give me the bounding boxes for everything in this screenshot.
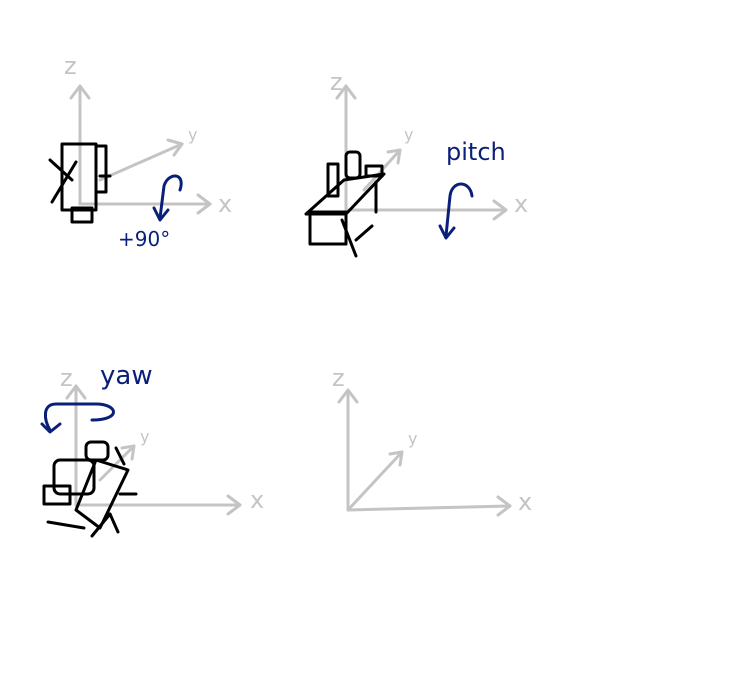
x-axis-label: x bbox=[514, 190, 528, 218]
object-block bbox=[42, 484, 72, 506]
arrowhead-icon bbox=[40, 422, 62, 434]
x-axis-label: x bbox=[218, 190, 232, 218]
object-edge bbox=[90, 512, 112, 538]
x-axis-arrowhead bbox=[226, 494, 242, 516]
y-axis-label: y bbox=[188, 125, 197, 144]
y-axis-arrowhead bbox=[120, 444, 136, 461]
object-edge bbox=[50, 160, 78, 204]
object-flange bbox=[94, 144, 108, 194]
y-axis-arrowhead bbox=[388, 450, 404, 467]
y-axis-label: y bbox=[408, 429, 417, 448]
rotation-label: yaw bbox=[100, 361, 153, 391]
z-axis-arrowhead bbox=[337, 388, 359, 404]
y-axis-arrowhead bbox=[386, 148, 402, 165]
panel-1: z y x +90° bbox=[48, 52, 232, 251]
x-axis-arrowhead bbox=[496, 495, 512, 517]
y-axis-label: y bbox=[140, 427, 149, 446]
object-fin bbox=[364, 164, 384, 178]
rotation-label: pitch bbox=[446, 138, 506, 166]
pitch-arrow bbox=[438, 182, 474, 240]
rotated-object-sketch bbox=[48, 142, 112, 224]
object-edge bbox=[108, 512, 120, 534]
object-edge bbox=[114, 446, 126, 466]
curved-arrow-icon bbox=[444, 182, 474, 238]
z-axis-arrowhead bbox=[65, 384, 87, 400]
object-foot bbox=[70, 206, 94, 224]
object-base bbox=[308, 210, 348, 246]
curved-arrow-icon bbox=[44, 402, 115, 432]
object-fin bbox=[344, 150, 362, 180]
curved-arrow-icon bbox=[158, 174, 183, 220]
panel-1-axes: z y x bbox=[64, 52, 232, 218]
object-edge bbox=[340, 218, 358, 258]
object-top bbox=[304, 172, 386, 216]
object-fin bbox=[326, 162, 340, 198]
rotation-label: +90° bbox=[118, 227, 170, 251]
arrowhead-icon bbox=[438, 224, 456, 240]
pitched-object-sketch bbox=[304, 150, 386, 258]
z-axis-label: z bbox=[330, 68, 343, 96]
z-axis-label: z bbox=[332, 364, 345, 392]
object-block bbox=[52, 458, 96, 496]
x-axis-arrowhead bbox=[492, 199, 508, 221]
y-axis bbox=[346, 450, 404, 512]
x-axis bbox=[346, 504, 512, 512]
y-axis-arrowhead bbox=[166, 138, 184, 157]
object-edge bbox=[354, 224, 374, 242]
x-axis-arrowhead bbox=[196, 193, 212, 215]
yaw-arrow bbox=[40, 402, 115, 434]
panel-3: z y x yaw bbox=[40, 361, 264, 538]
x-axis-label: x bbox=[518, 488, 532, 516]
yawed-object-sketch bbox=[42, 440, 138, 538]
y-axis-label: y bbox=[404, 125, 413, 144]
x-axis-label: x bbox=[250, 486, 264, 514]
panel-4-axes: z y x bbox=[332, 364, 532, 517]
object-block bbox=[84, 440, 110, 462]
object-edge bbox=[46, 520, 86, 530]
arrowhead-icon bbox=[152, 206, 170, 222]
panel-3-axes: z y x bbox=[60, 364, 264, 516]
y-axis bbox=[98, 142, 184, 182]
panel-4: z y x bbox=[332, 364, 532, 517]
panel-2: z y x pitch bbox=[304, 68, 528, 258]
z-axis-arrowhead bbox=[335, 84, 357, 100]
rotation-arrow bbox=[152, 174, 183, 222]
z-axis-label: z bbox=[64, 52, 77, 80]
z-axis-arrowhead bbox=[69, 84, 91, 100]
z-axis-label: z bbox=[60, 364, 73, 392]
y-axis bbox=[98, 444, 136, 482]
